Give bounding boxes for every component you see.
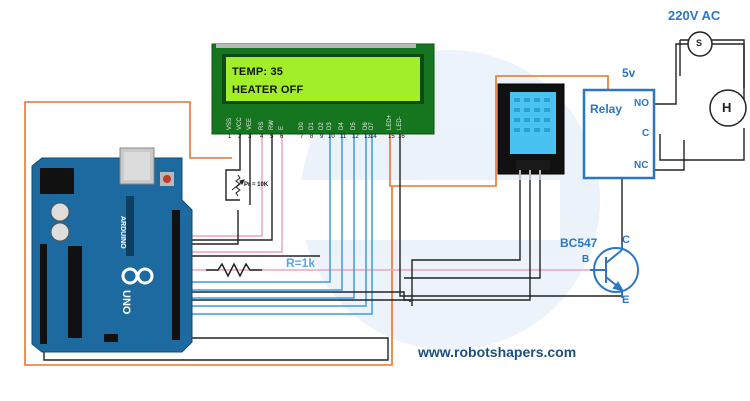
lcd-pin-number: 3 <box>248 134 252 140</box>
capacitor <box>50 222 70 242</box>
lcd-pin-number: 13 <box>364 134 371 140</box>
lcd-pin-name: LED- <box>397 116 403 130</box>
lcd-pin-number: 4 <box>260 134 264 140</box>
transistor-c-label: C <box>622 234 630 246</box>
transistor-b-label: B <box>582 254 590 265</box>
lcd-pin-number: 7 <box>300 134 304 140</box>
relay-nc-label: NC <box>634 160 649 171</box>
lcd-pin-name: RW <box>269 120 275 130</box>
lcd-pin-name: D4 <box>339 122 345 130</box>
lcd-pin-number: 15 <box>388 134 395 140</box>
source-symbol-label: S <box>696 38 703 48</box>
lcd-pin-name: E <box>279 125 285 130</box>
lcd-line-1: TEMP: 35 <box>232 66 284 78</box>
arduino-uno-label: UNO <box>120 290 132 315</box>
pot-label: Pr = 10K <box>244 182 269 188</box>
lcd-pin-number: 6 <box>280 134 284 140</box>
lcd-pin-number: 2 <box>238 134 242 140</box>
lcd-pin-name: D1 <box>309 122 315 130</box>
lcd-pin-number: 14 <box>370 134 377 140</box>
lcd-pin-number: 5 <box>270 134 274 140</box>
ac-label: 220V AC <box>668 8 721 23</box>
relay-title: Relay <box>590 102 623 116</box>
lcd-pin-header <box>216 44 416 48</box>
base-resistor <box>206 262 262 278</box>
bc547-transistor <box>590 244 639 298</box>
heater-symbol <box>709 89 747 127</box>
lcd-pin-number: 11 <box>340 134 347 140</box>
relay-module <box>582 88 656 180</box>
lcd-pin-name: D0 <box>299 122 305 130</box>
ac-source-symbol <box>687 31 713 57</box>
capacitor <box>50 202 70 222</box>
power-jack <box>40 168 74 194</box>
lcd-pin-name: D2 <box>319 122 325 130</box>
lcd-pin-number: 10 <box>328 134 335 140</box>
lcd-pin-name: VCC <box>237 117 243 130</box>
arduino-board <box>31 147 193 353</box>
potentiometer <box>231 174 245 197</box>
relay-no-label: NO <box>634 98 649 109</box>
lcd-pin-number: 8 <box>310 134 314 140</box>
lcd-pin-number: 9 <box>320 134 324 140</box>
supply-label: 5v <box>622 66 636 80</box>
analog-header <box>40 244 47 344</box>
lcd-pin-number: 1 <box>228 134 232 140</box>
lcd-pin-name: VEE <box>247 117 253 130</box>
lcd-pin-name: D5 <box>351 122 357 130</box>
lcd-pin-name: RS <box>259 121 265 130</box>
lcd-module <box>211 43 435 135</box>
digital-header <box>172 210 180 340</box>
resistor-label: R=1k <box>286 256 316 270</box>
lcd-pin-name: D7 <box>369 122 375 130</box>
website-text: www.robotshapers.com <box>418 344 577 360</box>
lcd-screen <box>226 57 420 101</box>
lcd-pin-name: LED+ <box>387 114 393 130</box>
orange-wire-5v <box>24 75 609 366</box>
atmega-chip <box>68 246 82 338</box>
pink-wires <box>180 133 590 271</box>
lcd-line-2: HEATER OFF <box>232 84 304 96</box>
transistor-name: BC547 <box>560 236 598 250</box>
relay-c-label: C <box>642 128 650 139</box>
lcd-pin-name: VSS <box>227 117 233 130</box>
dht11-sensor <box>497 83 565 180</box>
blue-data-wires <box>180 133 373 315</box>
transistor-e-label: E <box>622 294 630 306</box>
lcd-pin-number: 16 <box>398 134 405 140</box>
arduino-brand-label: ARDUINO <box>119 216 126 249</box>
ac-loop-wires <box>654 43 745 161</box>
arduino-infinity-logo <box>121 267 154 285</box>
heater-symbol-label: H <box>722 100 732 115</box>
lcd-pin-number: 12 <box>352 134 359 140</box>
lcd-pin-name: D3 <box>327 122 333 130</box>
